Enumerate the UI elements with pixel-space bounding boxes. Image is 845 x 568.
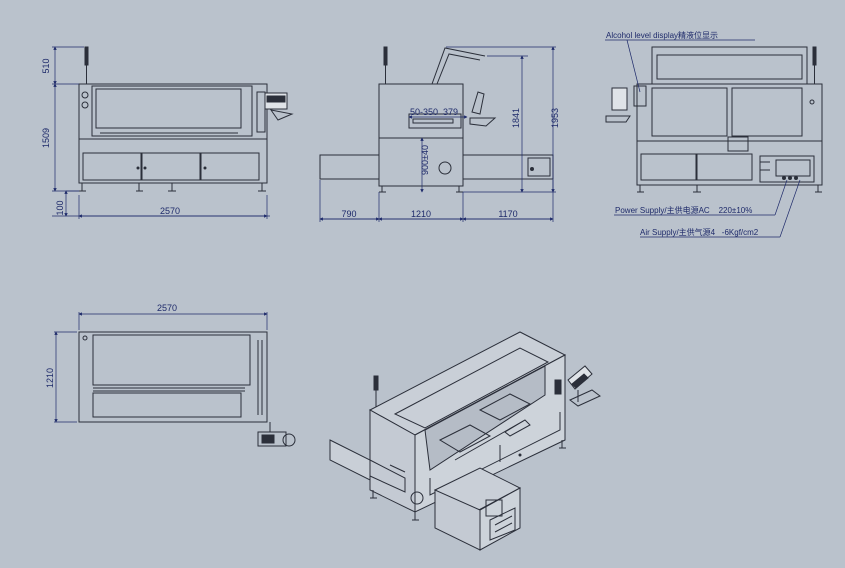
side-dim-travel: 379 — [443, 107, 458, 117]
front-lower-cabinet — [78, 138, 268, 184]
front-upper-body — [78, 83, 268, 140]
rear-door-left — [651, 87, 728, 137]
signal-tower — [84, 46, 89, 66]
iso-keyboard-tray — [569, 389, 601, 407]
rear-monitor — [611, 87, 628, 111]
iso-signal-tower — [373, 375, 379, 391]
top-dim-1210: 1210 — [45, 368, 55, 388]
rear-view — [605, 46, 823, 193]
side-dim-conveyor: 900±40 — [420, 145, 430, 175]
alcohol-level-display — [633, 85, 647, 107]
rear-door-right — [731, 87, 803, 137]
side-dim-1170: 1170 — [498, 209, 517, 219]
side-dimensions — [319, 46, 556, 222]
rear-lower-cabinet — [636, 140, 823, 186]
top-window — [92, 334, 251, 386]
top-keyboard-tray — [257, 431, 287, 447]
rear-signal-tower — [812, 46, 817, 66]
side-right-conveyor — [462, 154, 554, 180]
side-signal-tower — [383, 46, 388, 66]
rear-upper-body — [636, 83, 823, 142]
side-dim-1210: 1210 — [411, 209, 431, 219]
note-alcohol-level: Alcohol level display精液位显示 — [606, 30, 718, 40]
front-dim-2570: 2570 — [160, 206, 180, 216]
note-air-supply: Air Supply/主供气源4 -6Kgf/cm2 — [640, 227, 759, 237]
side-left-conveyor — [319, 154, 380, 180]
top-front-panel — [92, 392, 242, 418]
iso-interior — [424, 365, 546, 471]
front-window — [95, 88, 242, 129]
front-dim-510: 510 — [41, 58, 51, 73]
side-monitor — [471, 91, 485, 115]
side-port — [438, 161, 452, 175]
iso-left-conveyor — [329, 439, 371, 481]
side-open-hood — [431, 47, 486, 85]
side-dim-1841: 1841 — [511, 108, 521, 128]
note-power-supply: Power Supply/主供电源AC 220±10% — [615, 205, 752, 215]
top-outline — [78, 331, 268, 423]
side-dim-790: 790 — [341, 209, 356, 219]
side-dim-1953: 1953 — [550, 108, 560, 128]
rear-leaders — [605, 39, 801, 238]
front-dim-1509: 1509 — [41, 128, 51, 148]
top-dim-2570: 2570 — [157, 303, 177, 313]
front-dim-100: 100 — [55, 200, 65, 215]
iso-port — [410, 491, 424, 505]
front-button — [81, 91, 89, 99]
side-window — [408, 113, 462, 129]
side-panel — [527, 157, 551, 177]
front-view — [78, 46, 294, 192]
rear-power-panel — [759, 155, 815, 183]
isometric-view — [329, 331, 601, 551]
top-view — [78, 331, 296, 447]
front-dimensions — [52, 46, 270, 219]
front-keyboard-tray — [269, 109, 294, 121]
rear-top-hood — [651, 46, 808, 85]
top-dimensions — [54, 312, 268, 423]
side-dim-range: 50-350 — [410, 107, 438, 117]
